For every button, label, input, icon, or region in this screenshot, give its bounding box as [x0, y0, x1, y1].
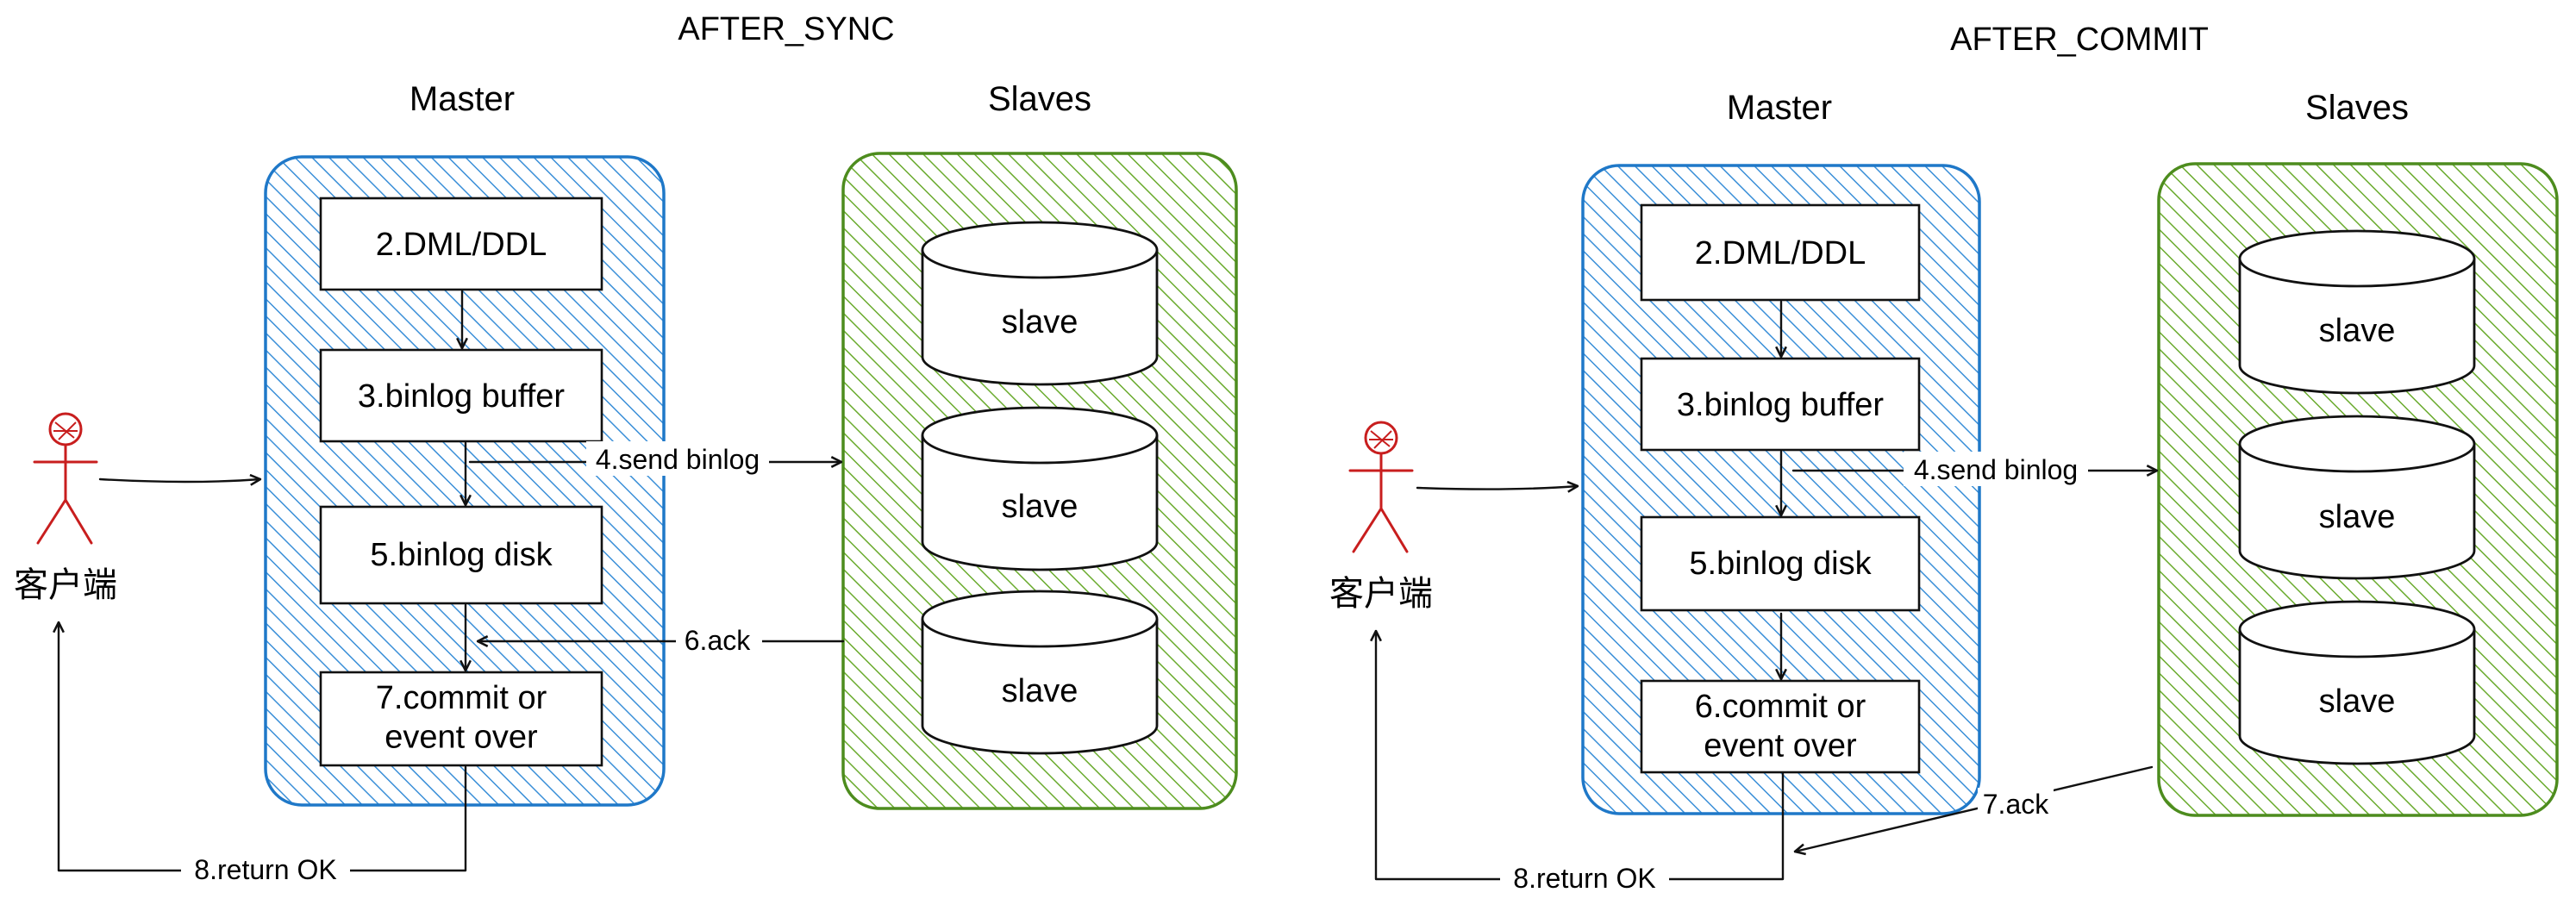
box-label-line: 7.commit or [376, 680, 547, 716]
panel-title: AFTER_SYNC [678, 11, 894, 47]
cylinder-body [2238, 444, 2476, 580]
cylinder-body [2238, 259, 2476, 395]
box-label: 3.binlog buffer [1677, 387, 1884, 423]
cylinder-top [921, 406, 1159, 465]
box-label-line: event over [1704, 728, 1857, 765]
arrow-ack [1795, 765, 2154, 852]
dml-ddl-box: 2.DML/DDL [319, 197, 603, 291]
after-commit-panel: AFTER_COMMIT Master Slaves 2.DML/DDL 3.b… [1329, 22, 2559, 896]
binlog-disk-box: 5.binlog disk [1640, 515, 1921, 612]
slave-cylinder [921, 221, 1159, 386]
commit-box: 7.commit or event over [319, 671, 603, 767]
binlog-disk-box: 5.binlog disk [319, 505, 603, 605]
arrow-client-to-master [98, 479, 260, 482]
slave-cylinder [921, 406, 1159, 571]
after-sync-panel: AFTER_SYNC Master Slaves 2.DML/DDL 3.bin… [14, 11, 1238, 888]
cylinder-top [2238, 415, 2476, 473]
slave-label: slave [1002, 673, 1079, 709]
binlog-buffer-box: 3.binlog buffer [1640, 357, 1921, 452]
figure-body [33, 443, 98, 545]
edge-label-ack: 7.ack [1983, 789, 2049, 820]
edge-label-return: 8.return OK [1513, 863, 1655, 894]
edge-label-send-binlog: 4.send binlog [596, 444, 760, 475]
stick-figure-icon [1348, 421, 1414, 553]
slave-cylinder [2238, 415, 2476, 580]
box-label-multiline: 7.commit or event over [376, 680, 547, 756]
stick-figure-icon [33, 412, 98, 545]
slave-cylinder [921, 590, 1159, 755]
slaves-heading: Slaves [2305, 89, 2409, 127]
box-label: 5.binlog disk [1689, 546, 1872, 582]
cylinder-body [921, 250, 1159, 386]
slave-cylinder [2238, 229, 2476, 395]
edge-label-ack: 6.ack [685, 625, 751, 656]
slave-label: slave [2319, 313, 2396, 349]
dml-ddl-box: 2.DML/DDL [1640, 203, 1921, 302]
panel-title: AFTER_COMMIT [1950, 22, 2209, 58]
cylinder-body [2238, 629, 2476, 765]
figure-head [1364, 421, 1398, 455]
cylinder-top [2238, 600, 2476, 658]
slave-label: slave [2319, 499, 2396, 535]
slaves-heading: Slaves [988, 80, 1091, 118]
master-heading: Master [1727, 89, 1832, 127]
slave-cylinder [2238, 600, 2476, 765]
cylinder-top [921, 221, 1159, 279]
figure-head [48, 412, 83, 446]
cylinder-body [921, 619, 1159, 755]
edge-label-return: 8.return OK [194, 854, 336, 885]
slave-label: slave [1002, 489, 1079, 525]
client-label: 客户端 [14, 566, 117, 604]
box-label: 2.DML/DDL [1695, 235, 1866, 272]
box-label: 2.DML/DDL [376, 227, 547, 263]
binlog-buffer-box: 3.binlog buffer [319, 348, 603, 443]
client-label: 客户端 [1329, 575, 1433, 613]
box-label-line: 6.commit or [1695, 689, 1866, 725]
cylinder-body [921, 435, 1159, 571]
box-label: 3.binlog buffer [358, 378, 565, 415]
master-heading: Master [410, 80, 515, 118]
box-label: 5.binlog disk [370, 537, 553, 573]
box-label-line: event over [385, 720, 538, 756]
figure-body [1348, 452, 1414, 553]
slave-label: slave [1002, 304, 1079, 340]
slave-label: slave [2319, 683, 2396, 720]
arrow-client-to-master [1416, 486, 1578, 490]
figure-head-hatch [1369, 430, 1393, 449]
cylinder-top [921, 590, 1159, 648]
figure-head-hatch [53, 421, 78, 440]
cylinder-top [2238, 229, 2476, 288]
edge-label-send-binlog: 4.send binlog [1914, 454, 2078, 485]
